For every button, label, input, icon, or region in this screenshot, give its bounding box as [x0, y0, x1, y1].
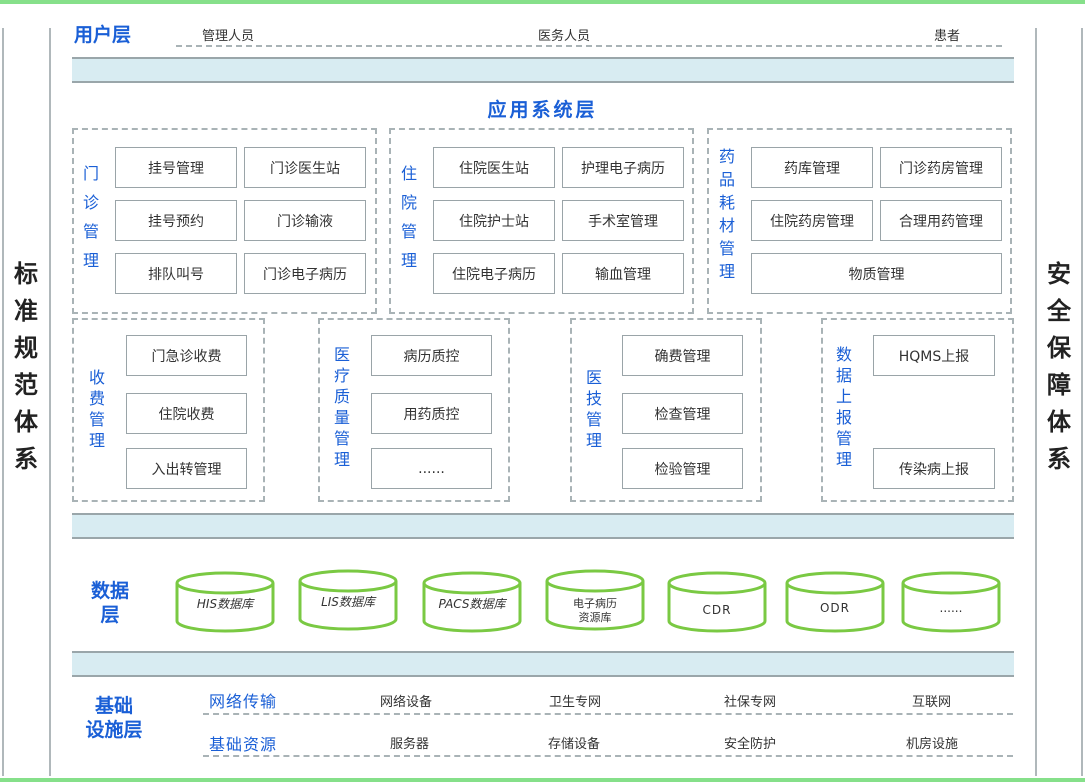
fee-confirmation: 确费管理 — [622, 335, 743, 376]
outpatient-group — [72, 128, 377, 314]
blood-transfusion-management: 输血管理 — [562, 253, 684, 294]
drug-warehouse-management: 药库管理 — [751, 147, 873, 188]
data-layer-title: 数据 层 — [90, 580, 129, 626]
pacs-database: PACS数据库 — [422, 571, 522, 633]
network-equipment: 网络设备 — [380, 695, 433, 710]
medical-quality-label: 医 疗 质 量 管 理 — [333, 345, 350, 469]
odr-database: ODR — [785, 571, 885, 633]
medical-quality-group — [318, 318, 510, 502]
operating-room-management: 手术室管理 — [562, 200, 684, 241]
medical-record-qc: 病历质控 — [371, 335, 492, 376]
more-databases: ...... — [901, 571, 1001, 633]
lis-database: LIS数据库 — [298, 569, 398, 631]
queue-calling: 排队叫号 — [115, 253, 237, 294]
outpatient-label: 门 诊 管 理 — [82, 164, 99, 270]
inpatient-pharmacy-management: 住院药房管理 — [751, 200, 873, 241]
top-border — [0, 0, 1085, 4]
user-patient: 患者 — [934, 29, 961, 44]
user-admin: 管理人员 — [202, 29, 255, 44]
inpatient-charge: 住院收费 — [126, 393, 247, 434]
inpatient-group — [389, 128, 694, 314]
inpatient-emr: 住院电子病历 — [433, 253, 555, 294]
infra-layer-title: 基础 设施层 — [85, 695, 143, 741]
hqms-report: HQMS上报 — [873, 335, 995, 376]
bottom-border — [0, 778, 1085, 782]
nursing-emr: 护理电子病历 — [562, 147, 684, 188]
medtech-label: 医 技 管 理 — [585, 368, 602, 450]
security-system-label: 安 全 保 障 体 系 — [1047, 260, 1071, 473]
medtech-group — [570, 318, 762, 502]
right-outer-line — [1081, 28, 1083, 776]
rational-drug-use-management: 合理用药管理 — [880, 200, 1002, 241]
app-layer-title: 应用系统层 — [487, 99, 598, 121]
his-database: HIS数据库 — [175, 571, 275, 633]
inpatient-label: 住 院 管 理 — [400, 164, 417, 270]
standards-system-label: 标 准 规 范 体 系 — [14, 260, 38, 473]
examination-management: 检查管理 — [622, 393, 743, 434]
network-divider — [203, 713, 1013, 715]
charge-label: 收 费 管 理 — [88, 368, 105, 450]
data-report-group — [821, 318, 1014, 502]
infectious-disease-report: 传染病上报 — [873, 448, 995, 489]
separator-band — [72, 513, 1014, 539]
separator-band — [72, 57, 1014, 83]
quality-more: ...... — [371, 448, 492, 489]
left-outer-line — [2, 28, 4, 776]
data-center-facilities: 机房设施 — [906, 737, 959, 752]
emr-resource-database: 电子病历 资源库 — [545, 569, 645, 631]
user-layer-divider — [176, 45, 1002, 47]
drug-materials-group — [707, 128, 1012, 314]
basic-resources-label: 基础资源 — [209, 735, 278, 754]
outpatient-infusion: 门诊输液 — [244, 200, 366, 241]
data-report-label: 数 据 上 报 管 理 — [835, 345, 852, 469]
inpatient-nurse-station: 住院护士站 — [433, 200, 555, 241]
health-private-network: 卫生专网 — [549, 695, 602, 710]
servers: 服务器 — [390, 737, 430, 752]
materials-management: 物质管理 — [751, 253, 1002, 294]
network-transport-label: 网络传输 — [209, 692, 278, 711]
cdr-database: CDR — [667, 571, 767, 633]
internet: 互联网 — [912, 695, 952, 710]
user-medical-staff: 医务人员 — [538, 29, 591, 44]
admission-transfer-discharge: 入出转管理 — [126, 448, 247, 489]
charge-group — [72, 318, 265, 502]
security-protection: 安全防护 — [724, 737, 777, 752]
registration-appointment: 挂号预约 — [115, 200, 237, 241]
storage-devices: 存储设备 — [548, 737, 601, 752]
outpatient-doctor-station: 门诊医生站 — [244, 147, 366, 188]
user-layer-title: 用户层 — [74, 24, 132, 46]
drug-use-qc: 用药质控 — [371, 393, 492, 434]
left-inner-line — [49, 28, 51, 776]
inpatient-doctor-station: 住院医生站 — [433, 147, 555, 188]
outpatient-emr: 门诊电子病历 — [244, 253, 366, 294]
lab-test-management: 检验管理 — [622, 448, 743, 489]
separator-band — [72, 651, 1014, 677]
outpatient-pharmacy-management: 门诊药房管理 — [880, 147, 1002, 188]
right-inner-line — [1035, 28, 1037, 776]
resources-divider — [203, 755, 1013, 757]
social-security-network: 社保专网 — [724, 695, 777, 710]
drug-materials-label: 药 品 耗 材 管 理 — [718, 147, 735, 281]
registration-management: 挂号管理 — [115, 147, 237, 188]
outpatient-emergency-charge: 门急诊收费 — [126, 335, 247, 376]
